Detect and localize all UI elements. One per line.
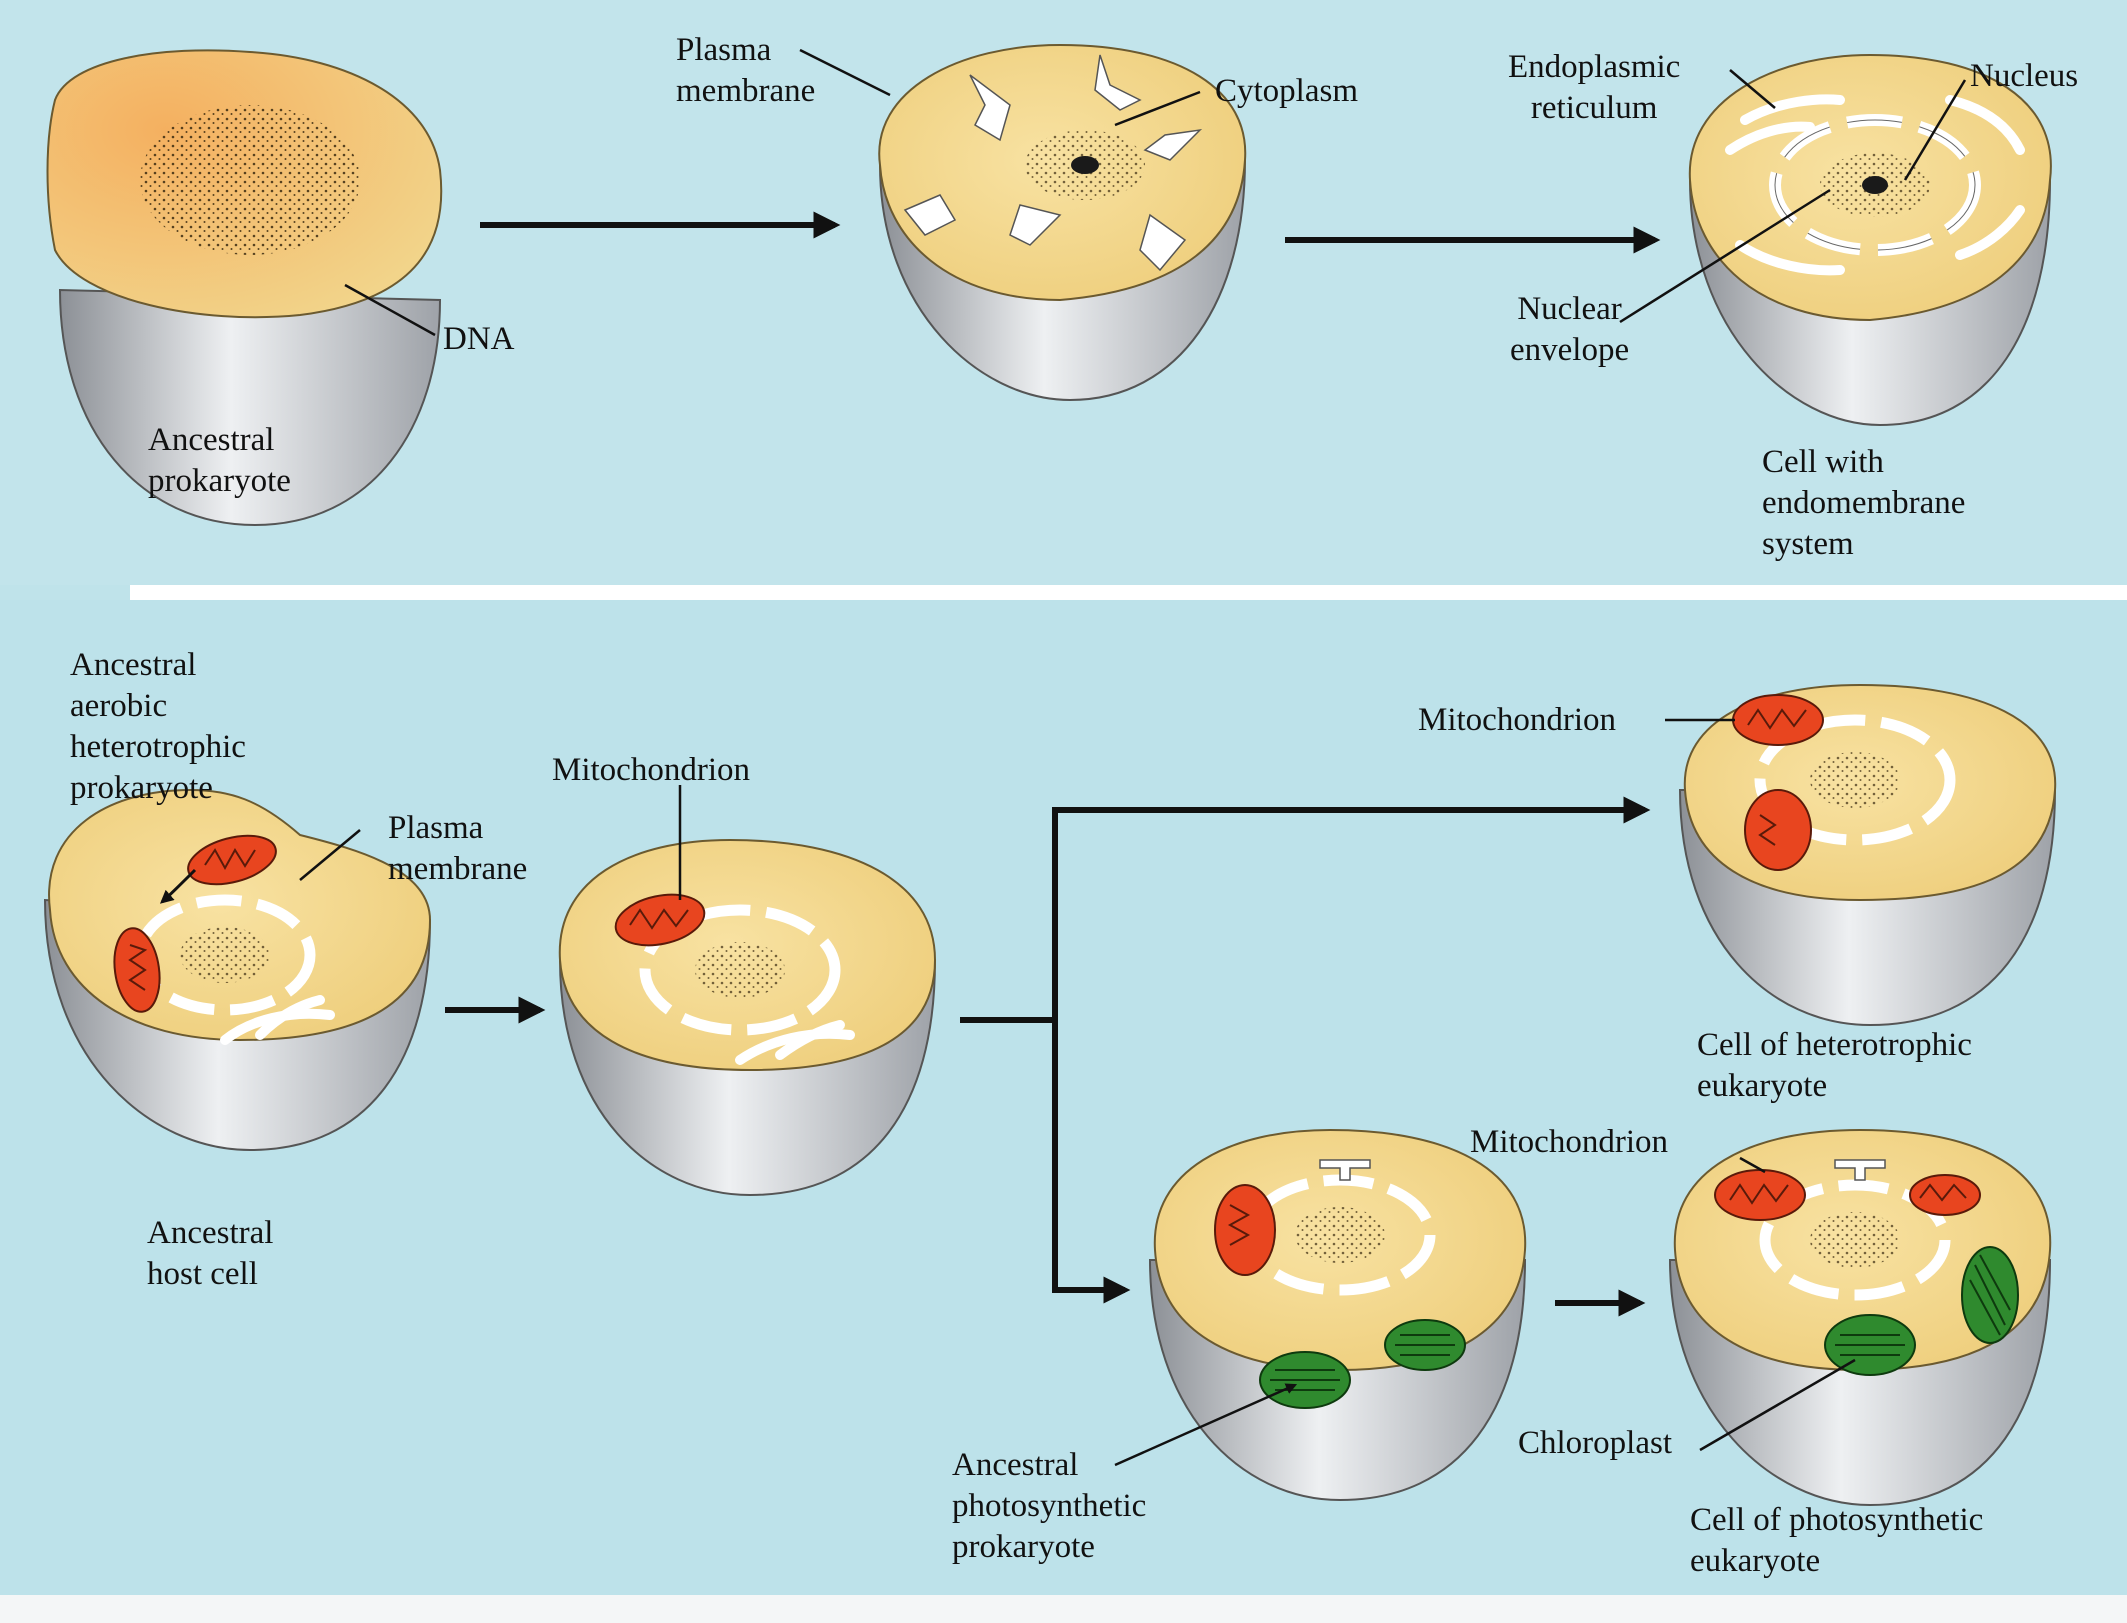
label-chloroplast: Chloroplast <box>1518 1425 1672 1461</box>
label-endoplasmic-reticulum: Endoplasmic reticulum <box>1508 49 1681 126</box>
label-mitochondrion-bottom-right: Mitochondrion <box>1470 1124 1668 1160</box>
photosynthetic-eukaryote-cell <box>1668 1128 2052 1507</box>
label-cell-heterotrophic: Cell of heterotrophic eukaryote <box>1697 1027 1972 1104</box>
label-cell-with-endomembrane: Cell with endomembrane system <box>1762 444 1966 562</box>
mitochondrion-cell <box>558 838 937 1197</box>
label-ancestral-photosynthetic: Ancestral photosynthetic prokaryote <box>952 1447 1147 1565</box>
label-dna: DNA <box>443 321 515 357</box>
label-nucleus: Nucleus <box>1970 58 2079 94</box>
label-mitochondrion-middle: Mitochondrion <box>552 752 750 788</box>
endomembrane-cell <box>1688 53 2052 427</box>
leader-lines <box>299 48 1967 1467</box>
label-ancestral-aerobic-prokaryote: Ancestral aerobic heterotrophic prokaryo… <box>70 647 246 806</box>
label-plasma-membrane-bottom: Plasma membrane <box>388 810 528 887</box>
label-ancestral-host-cell: Ancestral host cell <box>147 1215 274 1292</box>
engulfed-mitochondrion <box>113 927 161 1013</box>
photosynthetic-host-cell <box>1148 1128 1527 1502</box>
heterotrophic-eukaryote-cell <box>1678 683 2057 1027</box>
dna-clump <box>1071 156 1099 174</box>
bottom-margin <box>0 1595 2127 1623</box>
panel-divider <box>130 585 2127 600</box>
ancestral-prokaryote-cell <box>46 49 443 527</box>
label-nuclear-envelope: Nuclear envelope <box>1510 291 1630 368</box>
label-mitochondrion-top-right: Mitochondrion <box>1418 702 1616 738</box>
flow-arrows <box>445 211 1661 1317</box>
label-ancestral-prokaryote: Ancestral prokaryote <box>148 422 291 499</box>
dna-region <box>140 105 360 255</box>
label-cell-photosynthetic: Cell of photosynthetic eukaryote <box>1690 1502 1984 1579</box>
label-plasma-membrane-top: Plasma membrane <box>676 32 816 109</box>
label-cytoplasm: Cytoplasm <box>1215 73 1359 109</box>
arrow-branch-down <box>1052 1020 1131 1304</box>
aerobic-prokaryote <box>187 834 277 886</box>
